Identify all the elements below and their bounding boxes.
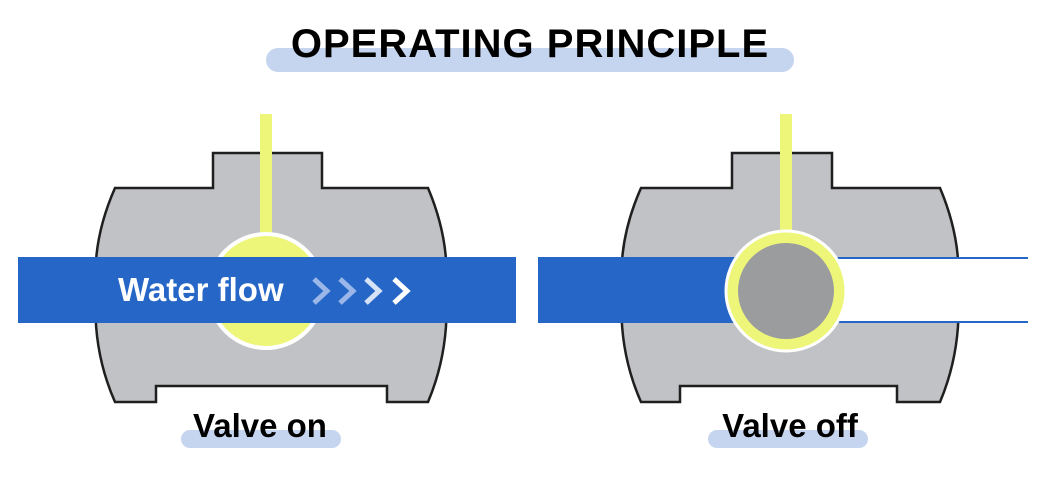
valve-on-diagram	[18, 114, 516, 404]
valve-stem	[260, 114, 272, 238]
chevron-4-icon	[392, 277, 411, 305]
chevron-1-icon	[312, 277, 331, 305]
title-highlight-pill	[266, 48, 794, 72]
outlet-passage	[836, 257, 1030, 323]
page-title: OPERATING PRINCIPLE	[290, 22, 770, 66]
flow-direction-chevrons	[312, 277, 411, 305]
valve-ball-closed-core	[738, 243, 834, 339]
valve-ball-open-bottom	[216, 323, 316, 350]
water-inlet-band	[538, 257, 750, 323]
chevron-2-icon	[338, 277, 357, 305]
valve-off-diagram	[538, 114, 1030, 404]
valve-on-caption: Valve on	[193, 407, 327, 444]
valve-stem	[780, 114, 792, 244]
valve-on-caption-pill	[181, 430, 341, 448]
title-block: OPERATING PRINCIPLE	[0, 0, 1060, 80]
chevron-3-icon	[364, 277, 383, 305]
water-flow-band	[18, 257, 516, 323]
valve-off-caption-pill	[708, 430, 868, 448]
valve-off-caption: Valve off	[722, 407, 858, 444]
water-flow-label: Water flow	[118, 271, 284, 308]
